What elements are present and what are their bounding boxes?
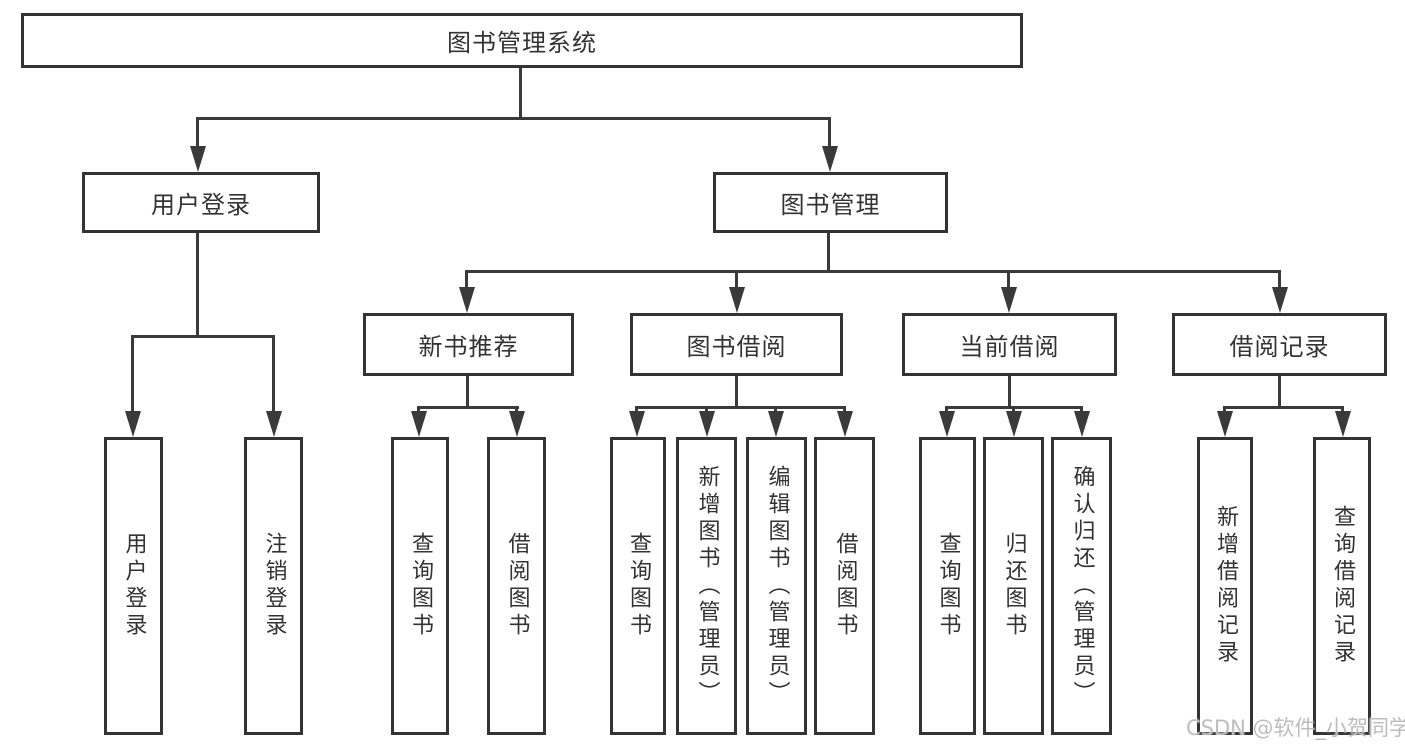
node-user-login-label: 用户登录 <box>151 191 251 219</box>
arrowhead <box>190 146 206 172</box>
line-segment <box>828 117 831 151</box>
line-segment <box>1223 406 1344 409</box>
leaf-confirm-return-admin-label: 确认归还（管理员） <box>1069 464 1095 708</box>
leaf-query-books-borrow: 查询图书 <box>610 437 666 735</box>
arrowhead <box>1272 287 1288 313</box>
arrowhead <box>822 146 838 172</box>
leaf-add-borrow-record: 新增借阅记录 <box>1197 437 1253 735</box>
leaf-borrow-books-label: 借阅图书 <box>832 532 858 640</box>
arrowhead <box>1217 411 1233 437</box>
arrowhead <box>837 411 853 437</box>
leaf-query-books-recommend-label: 查询图书 <box>408 532 433 640</box>
line-segment <box>465 270 1281 273</box>
line-segment <box>735 270 738 292</box>
line-segment <box>131 335 134 415</box>
node-book-management: 图书管理 <box>713 172 948 233</box>
leaf-user-login-label: 用户登录 <box>121 532 147 640</box>
line-segment <box>196 233 199 338</box>
line-segment <box>1007 270 1010 292</box>
arrowhead <box>1006 411 1022 437</box>
node-current-borrow: 当前借阅 <box>902 313 1117 376</box>
leaf-query-books-recommend: 查询图书 <box>391 437 449 735</box>
leaf-add-books-admin-label: 新增图书（管理员） <box>694 464 720 708</box>
node-new-book-recommend: 新书推荐 <box>363 313 574 376</box>
line-segment <box>466 376 469 409</box>
leaf-logout-login-label: 注销登录 <box>261 532 287 640</box>
arrowhead <box>939 411 955 437</box>
leaf-borrow-books-recommend: 借阅图书 <box>487 437 546 735</box>
leaf-add-borrow-record-label: 新增借阅记录 <box>1213 505 1238 667</box>
line-segment <box>1278 270 1281 292</box>
leaf-add-books-admin: 新增图书（管理员） <box>676 437 737 735</box>
leaf-query-books-current: 查询图书 <box>919 437 976 735</box>
line-segment <box>418 406 519 409</box>
node-borrow-records-label: 借阅记录 <box>1229 333 1330 361</box>
line-segment <box>636 406 846 409</box>
line-segment <box>1278 376 1281 409</box>
line-segment <box>196 117 199 151</box>
leaf-query-borrow-record: 查询借阅记录 <box>1313 437 1371 735</box>
leaf-query-books-borrow-label: 查询图书 <box>626 532 651 640</box>
arrowhead <box>1074 411 1090 437</box>
leaf-edit-books-admin: 编辑图书（管理员） <box>746 437 807 735</box>
arrowhead <box>1001 287 1017 313</box>
root-node-label: 图书管理系统 <box>447 29 597 57</box>
leaf-borrow-books-recommend-label: 借阅图书 <box>504 532 530 640</box>
node-book-management-label: 图书管理 <box>780 191 881 219</box>
line-segment <box>272 335 275 415</box>
line-segment <box>1008 376 1011 409</box>
leaf-query-borrow-record-label: 查询借阅记录 <box>1330 505 1355 667</box>
arrowhead <box>266 411 282 437</box>
root-node: 图书管理系统 <box>21 13 1023 68</box>
node-book-borrow-label: 图书借阅 <box>686 333 787 361</box>
line-segment <box>197 117 831 120</box>
leaf-logout-login: 注销登录 <box>244 437 303 735</box>
line-segment <box>519 68 522 120</box>
line-segment <box>465 270 468 292</box>
arrowhead <box>411 411 427 437</box>
watermark: CSDN @软件_小贺同学 <box>1186 716 1405 740</box>
leaf-return-books-label: 归还图书 <box>1001 532 1027 640</box>
leaf-confirm-return-admin: 确认归还（管理员） <box>1051 437 1112 735</box>
node-new-book-recommend-label: 新书推荐 <box>418 333 519 361</box>
node-user-login: 用户登录 <box>82 172 320 233</box>
leaf-user-login: 用户登录 <box>104 437 163 735</box>
arrowhead <box>729 287 745 313</box>
arrowhead <box>768 411 784 437</box>
leaf-borrow-books: 借阅图书 <box>814 437 875 735</box>
leaf-return-books: 归还图书 <box>983 437 1044 735</box>
node-current-borrow-label: 当前借阅 <box>959 333 1060 361</box>
arrowhead <box>125 411 141 437</box>
line-segment <box>735 376 738 409</box>
line-segment <box>132 335 275 338</box>
arrowhead <box>629 411 645 437</box>
arrowhead <box>1335 411 1351 437</box>
line-segment <box>827 233 830 273</box>
node-book-borrow: 图书借阅 <box>630 313 843 376</box>
node-borrow-records: 借阅记录 <box>1172 313 1387 376</box>
leaf-edit-books-admin-label: 编辑图书（管理员） <box>764 464 790 708</box>
leaf-query-books-current-label: 查询图书 <box>935 532 961 640</box>
arrowhead <box>509 411 525 437</box>
arrowhead <box>699 411 715 437</box>
arrowhead <box>459 287 475 313</box>
